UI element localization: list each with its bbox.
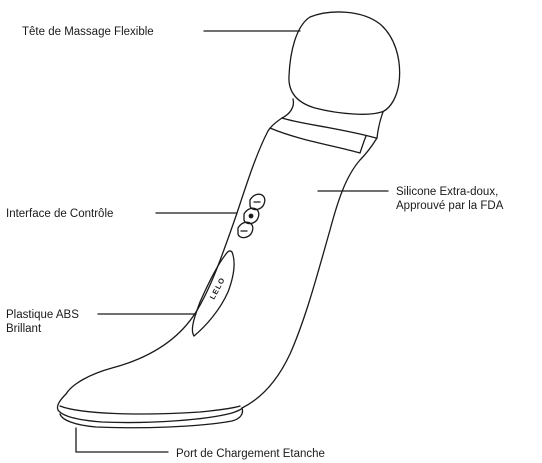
label-massage-head-text: Tête de Massage Flexible [22, 26, 154, 38]
label-massage-head: Tête de Massage Flexible [22, 25, 154, 39]
leader-charging-port [75, 427, 169, 453]
neck-collar [281, 117, 377, 139]
label-control-interface-text: Interface de Contrôle [6, 208, 114, 220]
abs-panel [191, 250, 235, 337]
label-silicone-line2: Approuvé par la FDA [396, 200, 504, 212]
handle-base-side [59, 407, 244, 429]
label-charging-port-text: Port de Chargement Etanche [176, 448, 325, 460]
label-silicone: Silicone Extra-doux, Approuvé par la FDA [396, 185, 503, 213]
label-charging-port: Port de Chargement Etanche [176, 447, 325, 461]
massage-head [288, 11, 401, 115]
label-control-interface: Interface de Contrôle [6, 207, 113, 221]
label-abs-line2: Brillant [6, 323, 42, 335]
control-buttons [237, 193, 266, 239]
handle-collar-band [269, 127, 367, 154]
body-right-contour [241, 137, 378, 409]
label-abs-line1: Plastique ABS [6, 309, 79, 321]
handle-base-edge [59, 405, 241, 415]
head-neck-right [376, 111, 384, 139]
body-left-contour [65, 117, 283, 395]
head-neck [281, 98, 295, 119]
handle-base [56, 393, 243, 424]
label-silicone-line1: Silicone Extra-doux, [396, 186, 499, 198]
label-abs: Plastique ABS Brillant [6, 308, 79, 336]
